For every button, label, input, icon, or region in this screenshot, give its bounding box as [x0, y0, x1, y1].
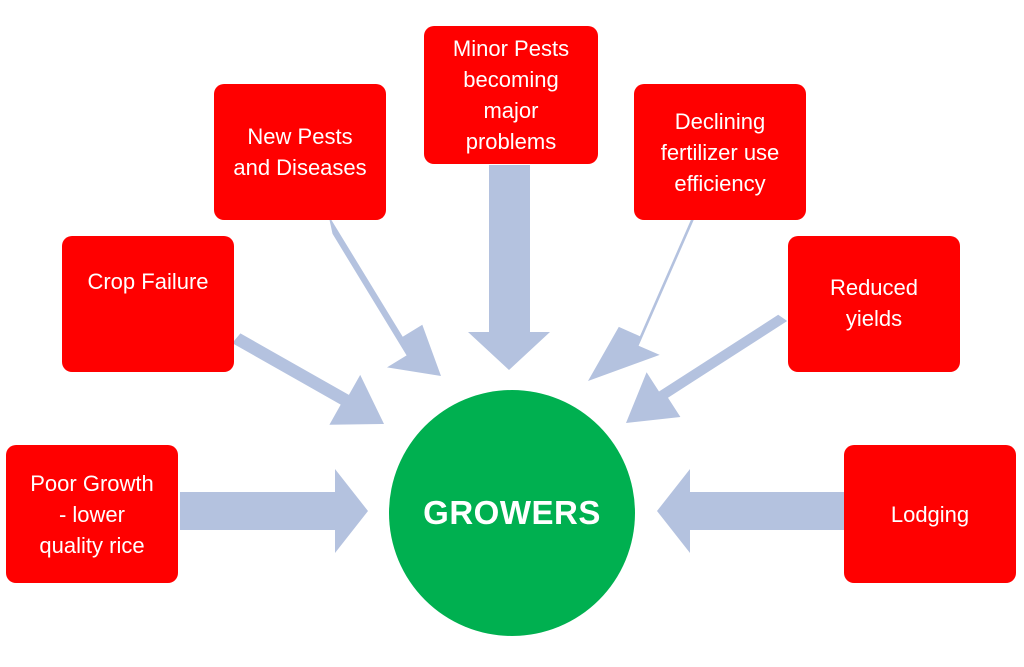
factor-poor-growth: Poor Growth - lower quality rice — [6, 445, 178, 583]
arrow-new-pests — [328, 215, 441, 376]
arrow-minor-pests — [468, 165, 550, 370]
factor-reduced-yields: Reduced yields — [788, 236, 960, 372]
factor-crop-failure: Crop Failure — [62, 236, 234, 372]
arrow-lodging — [657, 469, 845, 553]
arrow-reduced-yields — [626, 314, 788, 423]
arrow-crop-failure — [232, 333, 384, 425]
growers-label: GROWERS — [423, 494, 601, 531]
factor-fertilizer: Declining fertilizer use efficiency — [634, 84, 806, 220]
growers-circle: GROWERS — [389, 390, 635, 636]
arrow-fertilizer — [588, 210, 695, 381]
arrow-poor-growth — [180, 469, 368, 553]
factor-lodging: Lodging — [844, 445, 1016, 583]
factor-minor-pests: Minor Pests becoming major problems — [424, 26, 598, 164]
factor-new-pests: New Pests and Diseases — [214, 84, 386, 220]
